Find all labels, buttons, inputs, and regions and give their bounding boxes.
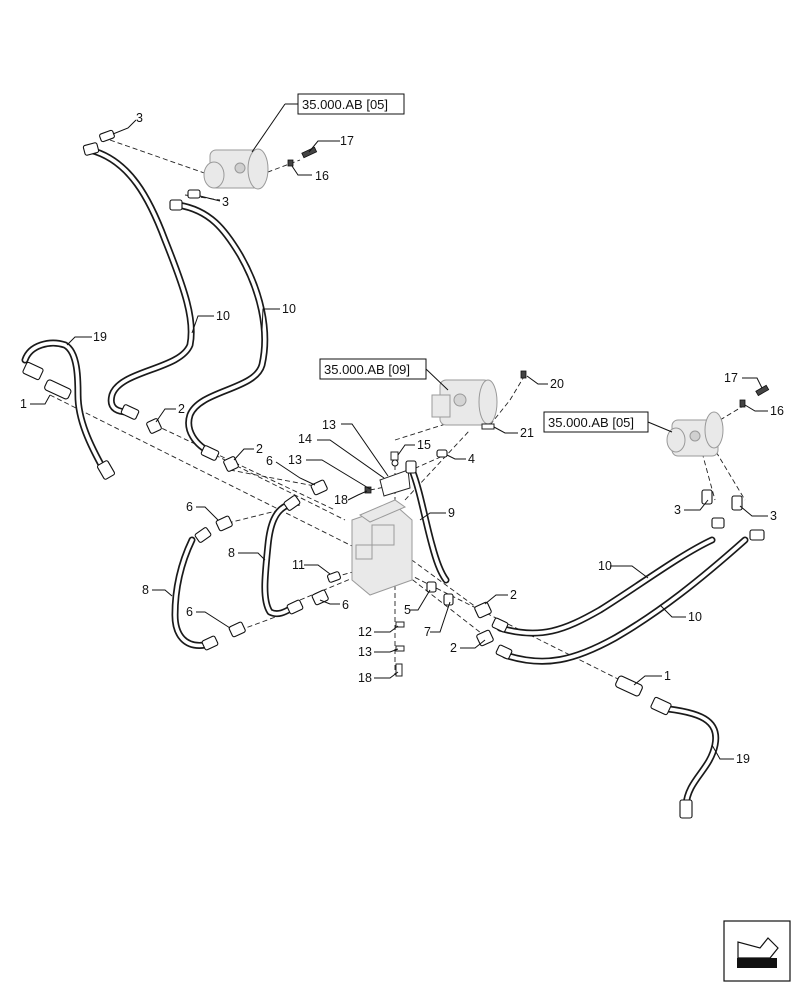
callout-3-mid: 3: [222, 195, 229, 209]
right-motor-ghost: [666, 411, 724, 457]
callout-6-b: 6: [186, 500, 193, 514]
callout-8-b: 8: [142, 583, 149, 597]
callout-5: 5: [404, 603, 411, 617]
callout-10-a: 10: [282, 302, 296, 316]
callout-10-r1: 10: [598, 559, 612, 573]
callout-3-top: 3: [136, 111, 143, 125]
callout-10-b: 10: [216, 309, 230, 323]
fittings: [22, 129, 770, 819]
callout-7: 7: [424, 625, 431, 639]
callout-20: 20: [550, 377, 564, 391]
reference-top-label: 35.000.AB [05]: [302, 97, 388, 112]
reference-right-label: 35.000.AB [05]: [548, 415, 634, 430]
callout-21: 21: [520, 426, 534, 440]
callout-19-left: 19: [93, 330, 107, 344]
callout-8-a: 8: [228, 546, 235, 560]
callout-17-right: 17: [724, 371, 738, 385]
top-motor-ghost: [203, 148, 269, 190]
callout-12: 12: [358, 625, 372, 639]
callout-leaders: [30, 119, 768, 760]
callout-9: 9: [448, 506, 455, 520]
valve-block-ghost: [351, 499, 413, 596]
callout-17-top: 17: [340, 134, 354, 148]
callout-15: 15: [417, 438, 431, 452]
callout-3-r1: 3: [674, 503, 681, 517]
callout-13-b: 13: [288, 453, 302, 467]
callout-2-d: 2: [450, 641, 457, 655]
mid-pump-ghost: [431, 379, 498, 426]
callout-18-a: 18: [334, 493, 348, 507]
callout-10-r2: 10: [688, 610, 702, 624]
callout-1-right: 1: [664, 669, 671, 683]
page-corner-icon[interactable]: [723, 920, 791, 982]
callout-2-a: 2: [178, 402, 185, 416]
callout-19-right: 19: [736, 752, 750, 766]
callout-6-a: 6: [266, 454, 273, 468]
callout-1-left: 1: [20, 397, 27, 411]
reference-box-top[interactable]: 35.000.AB [05]: [251, 93, 405, 153]
callouts: 3 17 16 3 10 10 19 1 2 2 6 6 8 8 13 14 1…: [20, 111, 784, 766]
callout-18-b: 18: [358, 671, 372, 685]
reference-box-mid[interactable]: 35.000.AB [09]: [319, 358, 449, 391]
callout-14: 14: [298, 432, 312, 446]
callout-2-b: 2: [256, 442, 263, 456]
hoses: [21, 146, 749, 809]
callout-2-c: 2: [510, 588, 517, 602]
callout-16-right: 16: [770, 404, 784, 418]
callout-6-c: 6: [186, 605, 193, 619]
callout-11: 11: [292, 558, 305, 572]
callout-16-top: 16: [315, 169, 329, 183]
callout-13-a: 13: [322, 418, 336, 432]
callout-4: 4: [468, 452, 475, 466]
callout-6-d: 6: [342, 598, 349, 612]
callout-13-c: 13: [358, 645, 372, 659]
reference-box-right[interactable]: 35.000.AB [05]: [543, 411, 673, 433]
reference-mid-label: 35.000.AB [09]: [324, 362, 410, 377]
callout-3-r2: 3: [770, 509, 777, 523]
